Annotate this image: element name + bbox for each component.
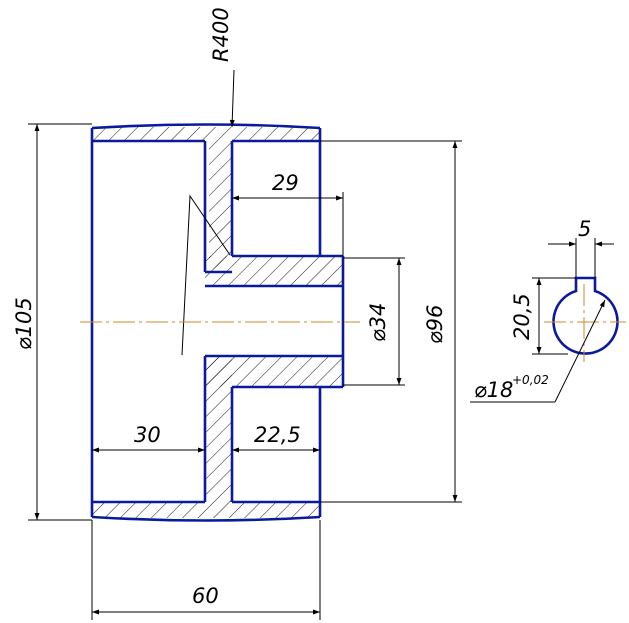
rim-diameter-label: ⌀96 (423, 305, 447, 344)
hub-top-hatch (205, 256, 343, 286)
hub-length-dimension: 29 (232, 171, 344, 256)
rim-diameter-dimension: ⌀96 (320, 140, 462, 503)
keyway-width-label: 5 (578, 217, 591, 241)
outer-diameter-label: ⌀105 (12, 297, 36, 350)
hub-bottom-hatch (205, 356, 343, 387)
bore-profile (552, 276, 619, 355)
right-rim-label: 22,5 (254, 423, 301, 447)
total-length-dimension: 60 (91, 520, 321, 620)
radius-label: R400 (209, 7, 233, 62)
section-hatching (92, 127, 343, 518)
total-length-label: 60 (192, 584, 219, 608)
left-rim-dimension: 30 (92, 423, 205, 453)
hub-diameter-dimension: ⌀34 (343, 257, 405, 386)
web-hatch-upper (209, 141, 232, 272)
hub-length-label: 29 (272, 171, 299, 195)
bottom-rim-hatch (92, 502, 320, 518)
left-rim-label: 30 (134, 423, 161, 447)
hub-diameter-label: ⌀34 (366, 303, 390, 342)
right-rim-dimension: 22,5 (232, 423, 320, 453)
break-line (181, 194, 231, 356)
top-rim-outer (91, 123, 321, 130)
bore-diameter-label: ⌀18 (474, 378, 513, 402)
bottom-rim-outer (91, 515, 321, 522)
outer-diameter-dimension: ⌀105 (12, 123, 92, 521)
keyway-view: 5 20,5 ⌀18 +0,02 (470, 217, 626, 403)
bore-tolerance-label: +0,02 (512, 373, 549, 387)
keyway-depth-label: 20,5 (510, 293, 534, 340)
radius-dimension: R400 (209, 7, 235, 128)
top-rim-hatch (92, 127, 320, 141)
web-hatch-lower (205, 356, 232, 502)
